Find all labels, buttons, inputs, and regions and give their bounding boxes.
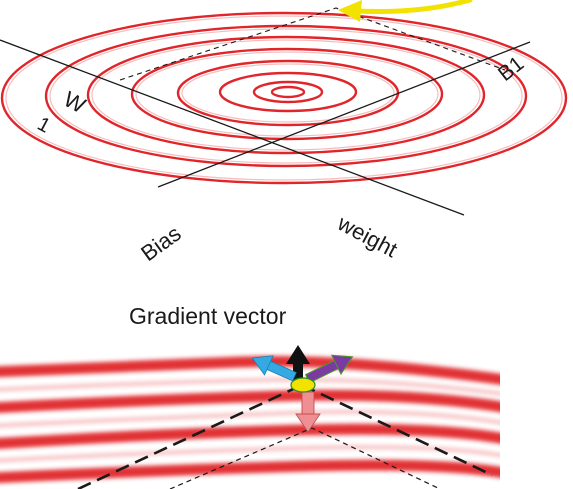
- weight-axis-label: weight: [333, 210, 402, 262]
- contour-ring-1: [0, 11, 568, 185]
- contour-ring-4: [130, 47, 444, 141]
- contour-band-3: [0, 423, 500, 449]
- contour-band-1: [0, 355, 500, 385]
- axes: [0, 7, 531, 216]
- b1-axis: [157, 41, 531, 188]
- contour-ring-2: [44, 24, 528, 168]
- contour-ring-8: [270, 85, 306, 99]
- zoom-dashed-lines: [77, 383, 493, 489]
- gradient-arrows: [251, 345, 354, 433]
- gradient-vector-title: Gradient vector: [129, 303, 287, 329]
- contour-band-2: [0, 389, 500, 413]
- contour-ellipses: [0, 11, 568, 185]
- contour-ring-6: [218, 71, 358, 113]
- zoom-right-dashed: [301, 383, 493, 477]
- pink-arrow-icon: [295, 391, 321, 433]
- zoom-thin-dashed: [169, 427, 441, 489]
- b1-label: B1: [494, 52, 528, 86]
- w1-subscript: 1: [34, 113, 54, 138]
- current-point-dot: [290, 377, 316, 393]
- w1-axis: [0, 39, 465, 216]
- contour-ring-5: [176, 59, 400, 127]
- projection-dashed-line: [119, 7, 506, 81]
- black-arrow-icon: [286, 345, 310, 384]
- contour-ring-3: [86, 35, 486, 155]
- w1-label: W: [60, 86, 90, 118]
- pointer-arrow-icon: [338, 0, 473, 22]
- bias-axis-label: Bias: [136, 221, 185, 266]
- cyan-arrow-icon: [251, 355, 297, 382]
- contour-ring-7: [252, 80, 324, 104]
- contour-band-4: [0, 459, 500, 484]
